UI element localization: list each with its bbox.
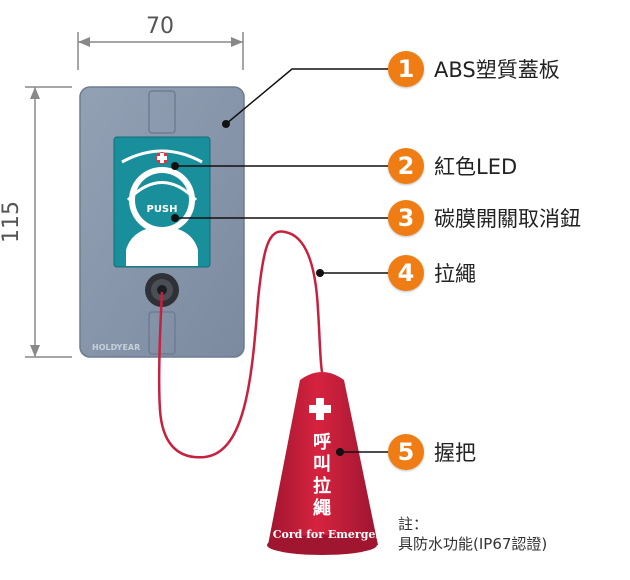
callout-label-2: 紅色LED [434,155,518,179]
callout-3: 3 碳膜開關取消鈕 [388,198,581,238]
callout-label-4: 拉繩 [434,262,476,286]
callout-2: 2 紅色LED [388,146,517,186]
callout-badge-2: 2 [388,148,424,184]
handle-char-3: 拉 [313,475,331,497]
callout-label-5: 握把 [434,441,476,465]
leader-dot-3 [171,214,179,222]
cord-hole [145,273,179,307]
height-label: 115 [0,201,24,243]
width-dimension: 70 [77,14,244,70]
handle-char-4: 繩 [313,497,331,519]
leader-dot-5 [336,448,344,456]
leader-dot-1 [222,120,230,128]
pull-handle: 呼 叫 拉 繩 ll Cord for Emergen [261,372,384,555]
callout-badge-1: 1 [388,51,424,87]
callout-label-3: 碳膜開關取消鈕 [434,207,581,231]
callout-badge-5: 5 [388,434,424,470]
callout-badge-4: 4 [388,255,424,291]
leader-dot-2 [171,162,179,170]
width-label: 70 [146,14,174,39]
carbon-switch-panel: PUSH [113,136,211,268]
leader-lines [175,68,388,453]
callout-1: 1 ABS塑質蓋板 [388,49,560,89]
callout-4: 4 拉繩 [388,253,476,293]
note-title: 註： [398,515,429,533]
callout-badge-3: 3 [388,200,424,236]
callout-label-1: ABS塑質蓋板 [434,58,560,82]
leader-line-1 [225,68,388,125]
handle-char-2: 叫 [313,454,331,475]
handle-char-1: 呼 [313,432,331,453]
red-led [156,152,168,164]
leader-dot-4 [316,269,324,277]
note: 註： 具防水功能(IP67認證) [398,514,547,554]
pull-cord [157,230,324,459]
leader-dots [171,120,344,456]
height-dimension: 115 [0,86,72,358]
callout-5: 5 握把 [388,432,476,472]
push-button-text: PUSH [146,204,177,215]
brand-text: HOLDYEAR [92,343,140,352]
note-text: 具防水功能(IP67認證) [398,535,548,553]
handle-bottom-text: ll Cord for Emergen [261,528,384,541]
